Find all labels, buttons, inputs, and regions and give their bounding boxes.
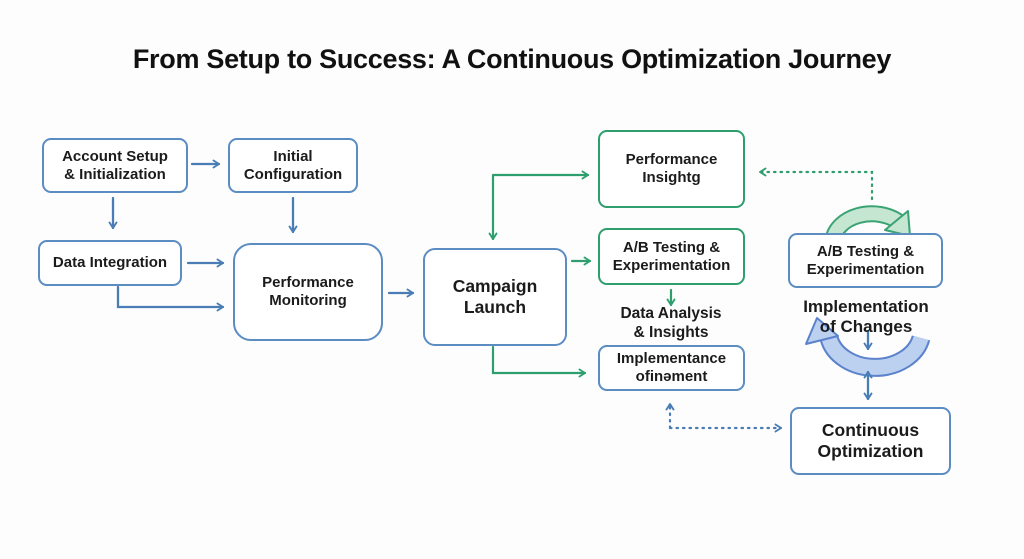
dotted-arrow-cycle-to-insights (758, 167, 874, 201)
node-label: Data Integration (52, 254, 168, 272)
node-label: Experimentation (806, 260, 925, 278)
node-performance-monitoring: Performance Monitoring (233, 243, 383, 341)
node-implementance: Implementance ofinəment (598, 345, 745, 391)
node-label: Initial (273, 147, 313, 165)
green-cycle-arrow-icon (824, 205, 911, 242)
node-label: A/B Testing & (816, 242, 915, 260)
node-label: Continuous (821, 419, 920, 440)
node-label: Optimization (817, 441, 924, 461)
node-label: Launch (463, 297, 527, 317)
label-line: & Insights (633, 324, 709, 341)
node-label: Performance (262, 274, 354, 292)
blue-cycle-arrow-icon (805, 317, 931, 377)
node-data-integration: Data Integration (38, 240, 182, 286)
label-line: Implementation (803, 296, 929, 316)
node-label: & Initialization (64, 165, 166, 183)
node-performance-insights: Performance Insightg (598, 130, 745, 208)
node-label: Campaign (452, 275, 538, 296)
arrow-campaign-to-implementance (491, 345, 587, 378)
node-label: ofinəment (635, 368, 708, 385)
node-label: Configuration (243, 165, 343, 183)
node-label: Insightg (642, 169, 701, 186)
diagram-title: From Setup to Success: A Continuous Opti… (132, 44, 892, 74)
label-line: of Changes (819, 317, 913, 336)
node-ab-testing-mid: A/B Testing & Experimentation (598, 228, 745, 285)
label-data-analysis: Data Analysis & Insights (600, 304, 742, 344)
node-label: Account Setup (62, 147, 168, 165)
arrow-data-elbow-to-monitoring (116, 285, 225, 312)
node-label: A/B Testing & (622, 238, 721, 256)
label-line: Data Analysis (620, 305, 722, 323)
node-ab-testing-right: A/B Testing & Experimentation (788, 233, 943, 288)
node-label: Performance (625, 151, 718, 169)
node-initial-configuration: Initial Configuration (228, 138, 358, 193)
node-campaign-launch: Campaign Launch (423, 248, 567, 346)
node-label: Experimentation (612, 256, 731, 274)
node-label: Implementance (616, 350, 727, 368)
node-continuous-optimization: Continuous Optimization (790, 407, 951, 475)
node-account-setup: Account Setup & Initialization (42, 138, 188, 193)
label-implementation-of-changes: Implementation of Changes (790, 296, 942, 338)
node-label: Monitoring (269, 292, 347, 309)
